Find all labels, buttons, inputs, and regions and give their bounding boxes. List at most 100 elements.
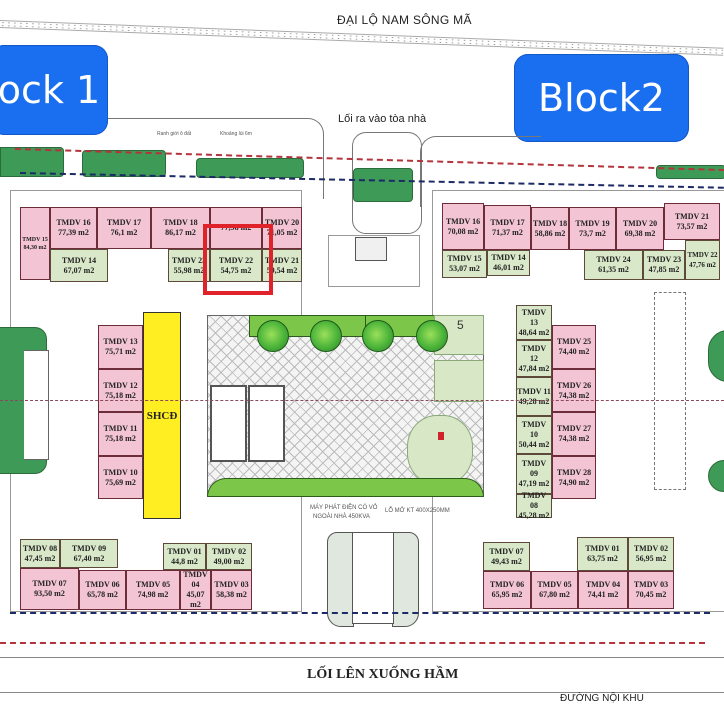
unit-area: 56,95 m2 <box>635 554 667 563</box>
community-room-shcd[interactable]: SHCĐ <box>143 312 181 519</box>
sports-court <box>248 385 285 462</box>
lawn-wave <box>207 478 484 497</box>
unit-area: 76,1 m2 <box>110 228 138 237</box>
unit-area: 61,35 m2 <box>598 265 629 274</box>
landscape-strip <box>0 147 64 177</box>
basement-ramp-left-wall <box>327 532 354 627</box>
north-road-label: ĐẠI LỘ NAM SÔNG MÃ <box>337 13 472 27</box>
unit-area: 65,95 m2 <box>491 590 523 599</box>
road-edge <box>0 692 724 693</box>
unit-name: TMDV 10 <box>103 467 138 477</box>
parking-stalls <box>654 292 686 490</box>
landscape-strip <box>82 150 166 177</box>
unit-area: 47,45 m2 <box>24 553 56 563</box>
entrance-label: Lối ra vào tòa nhà <box>338 113 427 125</box>
unit-area: 58,86 m2 <box>534 228 566 238</box>
unit-area: 70,45 m2 <box>635 590 667 599</box>
unit-area: 47,76 m2 <box>689 261 716 269</box>
unit-area: 74,40 m2 <box>558 347 590 356</box>
unit-area: 47,84 m2 <box>518 363 550 373</box>
unit-name: TMDV 11 <box>517 386 551 396</box>
entrance-ramp <box>355 237 387 261</box>
generator-note-line1: MÁY PHÁT ĐIỆN CÓ VỎ <box>310 505 378 511</box>
unit-area: 49,28 m2 <box>518 396 550 406</box>
unit-name: TMDV 20 <box>622 218 658 228</box>
unit-area: 75,69 m2 <box>105 477 136 487</box>
unit-area: 67,40 m2 <box>73 553 105 563</box>
unit-name: TMDV 07 <box>489 546 524 556</box>
unit-name: TMDV 03 <box>214 580 249 589</box>
unit-name: TMDV 17 <box>106 218 142 227</box>
block1-label-text: ock 1 <box>0 68 101 112</box>
unit-name: TMDV 05 <box>537 580 572 589</box>
unit-name: TMDV 06 <box>85 580 120 589</box>
unit-name: TMDV 13 <box>521 307 547 327</box>
highlighted-unit-frame <box>203 224 273 295</box>
unit-area: 73,7 m2 <box>579 228 606 238</box>
sports-court <box>210 385 247 462</box>
unit-area: 55,98 m2 <box>173 265 205 275</box>
unit-name: TMDV 23 <box>171 255 207 265</box>
unit-name: TMDV 22 <box>218 255 254 265</box>
tree-icon <box>310 320 342 352</box>
parking-stalls <box>24 350 49 460</box>
tree-icon <box>362 320 394 352</box>
landscape-strip <box>196 158 304 178</box>
internal-road-label: ĐƯỜNG NỘI KHU <box>560 693 644 704</box>
unit-area: 53,07 m2 <box>449 264 480 273</box>
unit-name: TMDV 11 <box>103 424 138 433</box>
tree-icon <box>416 320 448 352</box>
shcd-label: SHCĐ <box>146 409 178 422</box>
unit-area: 75,71 m2 <box>105 347 136 356</box>
